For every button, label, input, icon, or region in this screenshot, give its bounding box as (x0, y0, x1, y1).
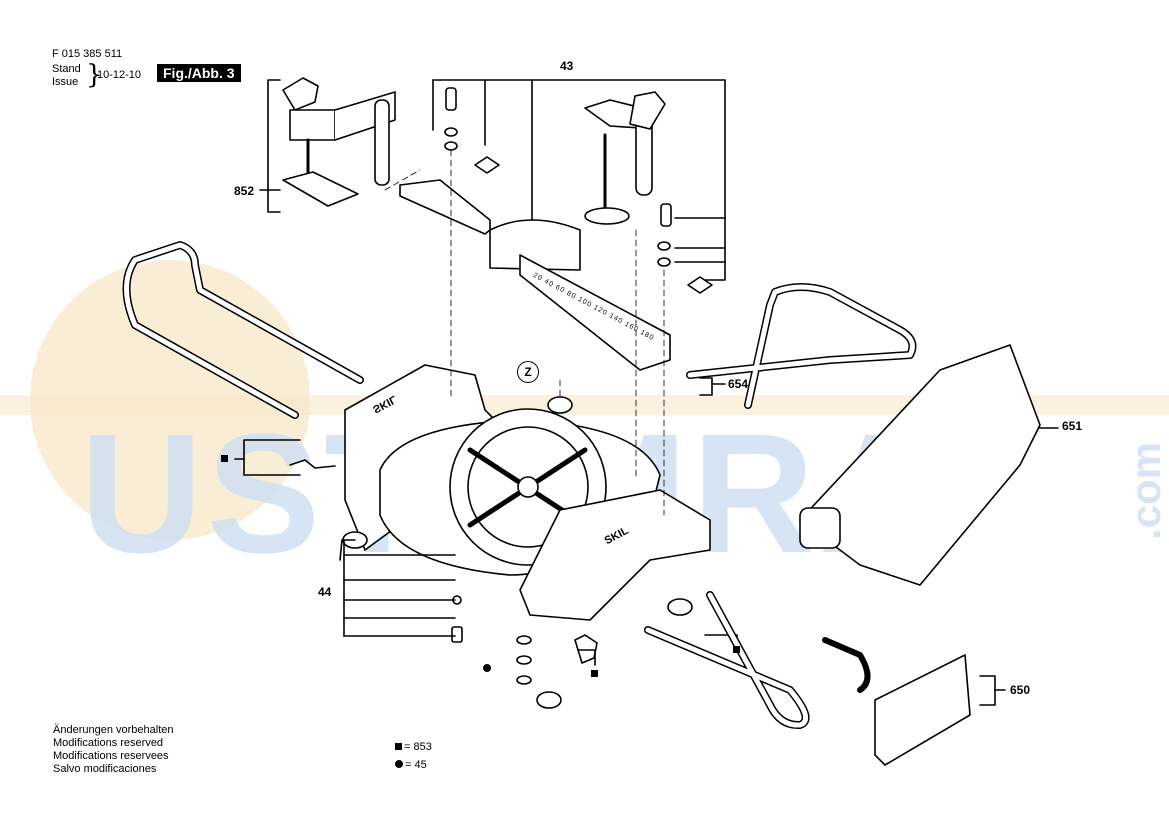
part-number: F 015 385 511 (52, 48, 123, 60)
callout-654: 654 (728, 377, 749, 391)
callout-44: 44 (318, 585, 332, 599)
feet (339, 531, 693, 709)
bracket-43 (432, 79, 726, 281)
square-marker (591, 670, 598, 677)
circle-marker (395, 760, 403, 768)
saw-base (344, 364, 711, 621)
note-line: Modifications reservees (53, 750, 169, 762)
extension-rod-bottom (644, 591, 871, 730)
extension-rod-left (122, 241, 364, 419)
notes: Änderungen vorbehalten Modifications res… (53, 724, 173, 776)
note-line: Änderungen vorbehalten (53, 724, 174, 736)
detail-marker-z: Z (517, 361, 539, 383)
legend-circle-text: = 45 (405, 759, 427, 771)
hold-down-clamp-right (584, 91, 666, 225)
watermark-suffix: .com (1122, 442, 1169, 540)
callout-43: 43 (560, 59, 574, 73)
stand-label: Stand (52, 63, 81, 75)
issue-date: 10-12-10 (97, 69, 142, 81)
square-marker (733, 646, 740, 653)
square-marker (395, 743, 402, 750)
issue-label: Issue (52, 76, 79, 88)
callout-650: 650 (1010, 683, 1031, 697)
screws (444, 87, 713, 294)
callout-651: 651 (1062, 419, 1083, 433)
square-marker (221, 455, 228, 462)
tool-holder-651 (799, 344, 1059, 586)
extension-rod-right (686, 283, 917, 409)
circle-marker (483, 664, 491, 672)
note-line: Modifications reserved (53, 737, 164, 749)
assembly-lines (384, 149, 665, 516)
hold-down-clamp-852 (259, 77, 396, 213)
work-stop-650 (874, 654, 1006, 766)
note-line: Salvo modificaciones (53, 763, 157, 775)
legend-circle: = 45 (395, 759, 427, 771)
lock-knobs (289, 459, 598, 664)
callout-852: 852 (234, 184, 255, 198)
legend-square-text: = 853 (404, 741, 432, 753)
figure-badge: Fig./Abb. 3 (157, 64, 241, 82)
header-brace: } (86, 60, 103, 90)
bracket-654 (699, 377, 726, 396)
fence (399, 179, 671, 371)
legend-square: = 853 (395, 741, 432, 753)
